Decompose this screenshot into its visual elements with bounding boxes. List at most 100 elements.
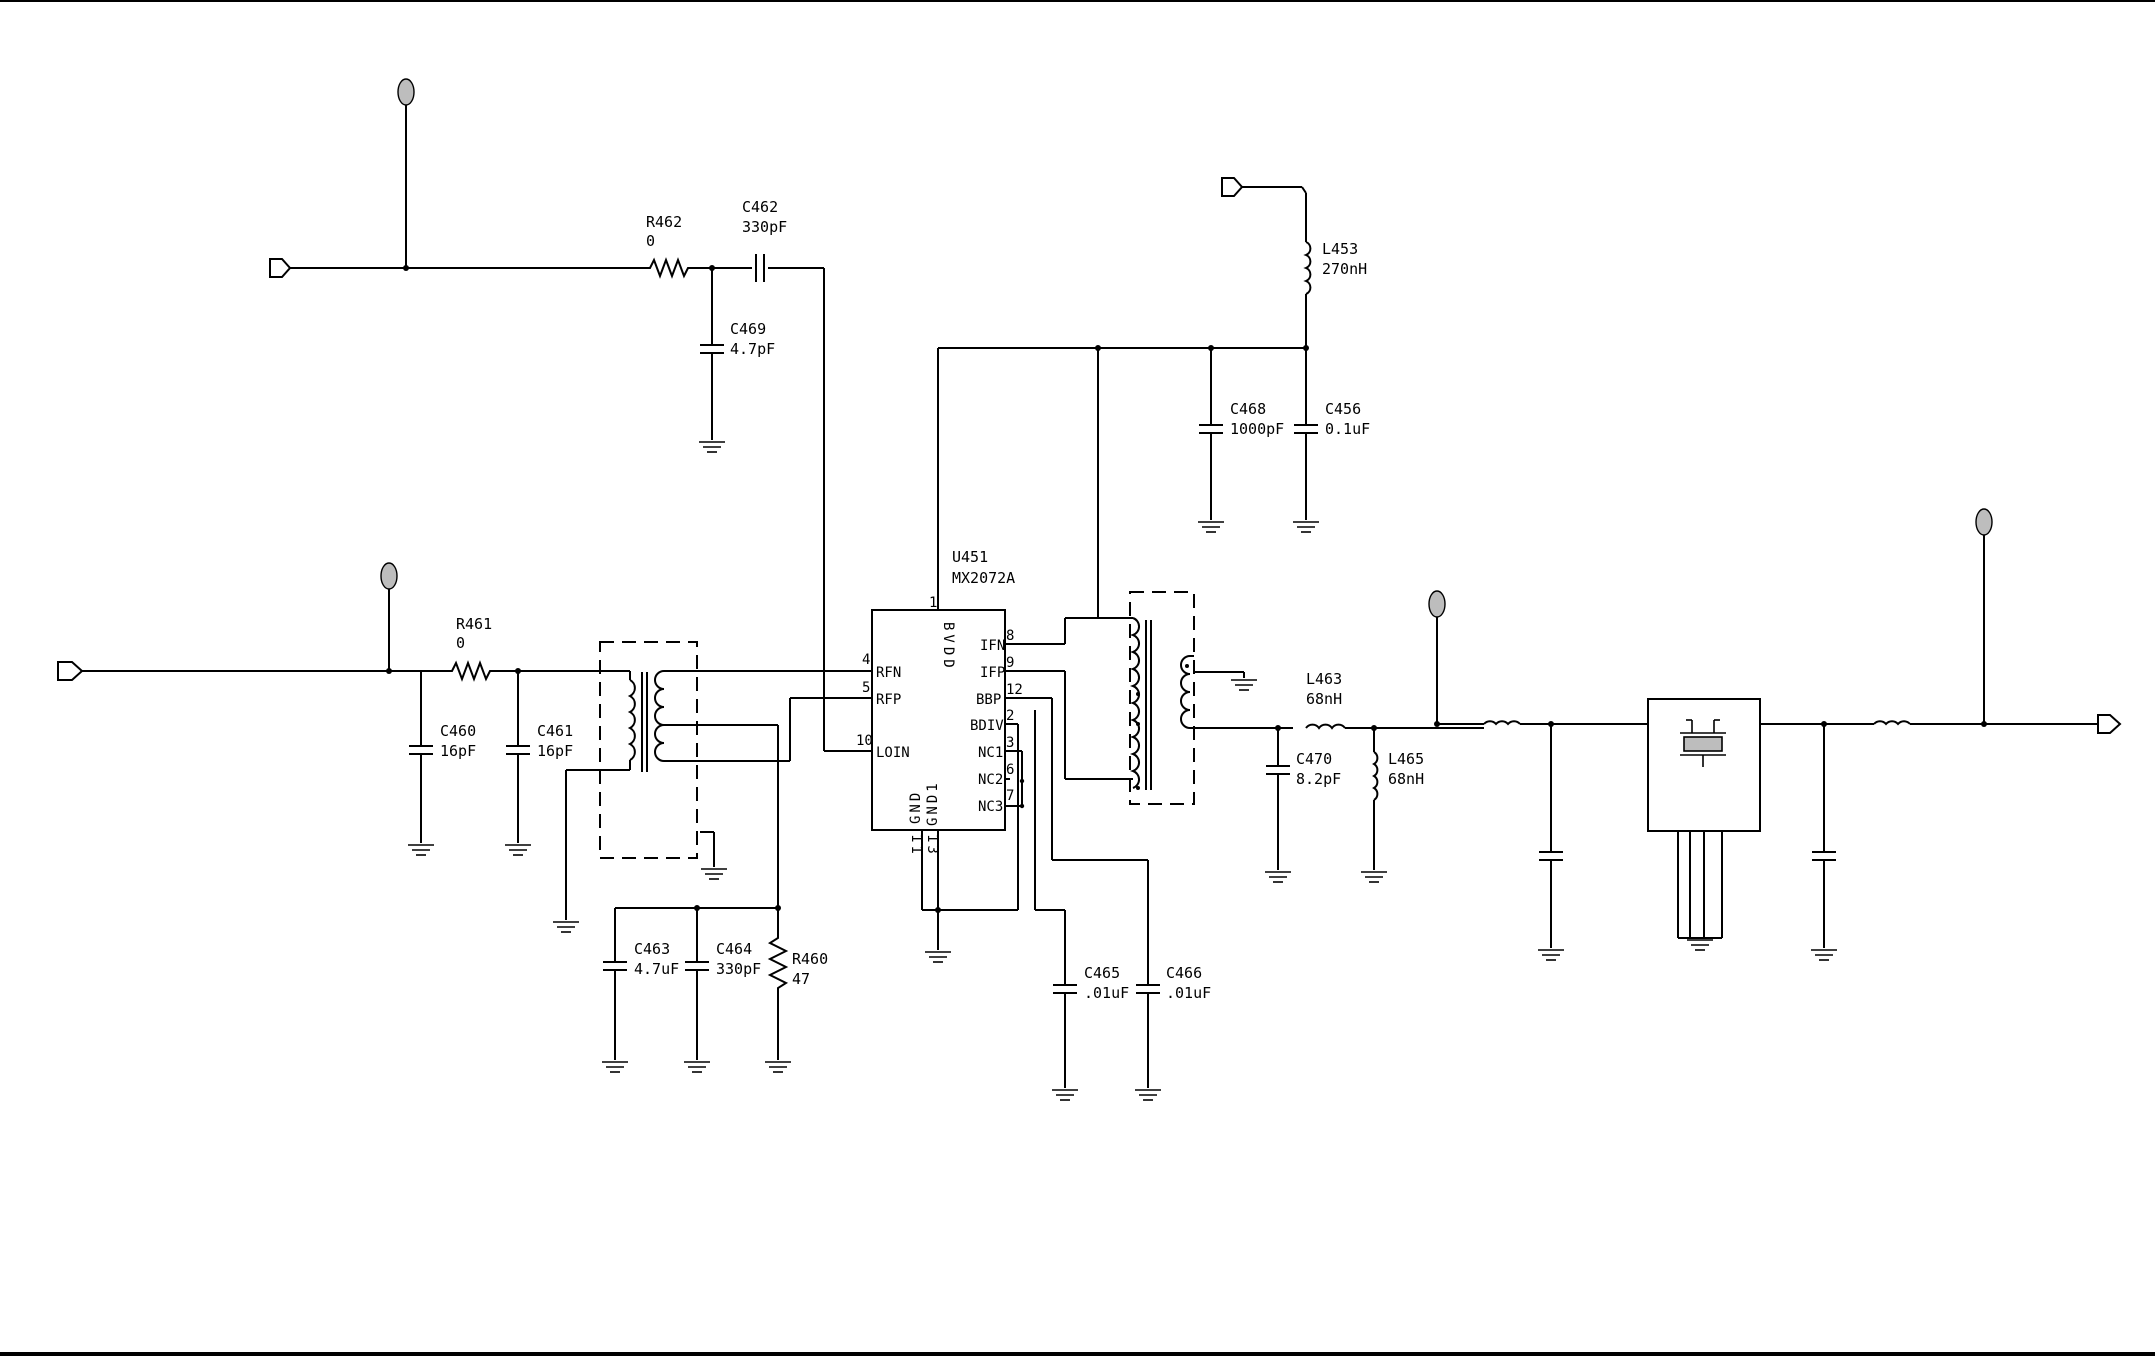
component-labels: R462 0 C462 330pF C469 4.7pF L453 270nH … xyxy=(440,198,1424,1002)
c456-ref: C456 xyxy=(1325,400,1361,418)
ic-part: MX2072A xyxy=(952,569,1015,587)
c462-value: 330pF xyxy=(742,218,787,236)
output-filter xyxy=(1264,508,2122,961)
c466-ref: C466 xyxy=(1166,964,1202,982)
r462-value: 0 xyxy=(646,232,655,250)
c469-value: 4.7pF xyxy=(730,340,775,358)
l453-ref: L453 xyxy=(1322,240,1358,258)
test-point-out[interactable] xyxy=(1975,508,1993,536)
c461-value: 16pF xyxy=(537,742,573,760)
pin-10-num: 10 xyxy=(856,733,873,749)
c470-ref: C470 xyxy=(1296,750,1332,768)
c468-ref: C468 xyxy=(1230,400,1266,418)
pin-nc2-name: NC2 xyxy=(978,772,1003,788)
filter-inductor-2 xyxy=(1873,720,1911,726)
r461-resistor xyxy=(446,660,518,682)
r461-ref: R461 xyxy=(456,615,492,633)
c461-capacitor xyxy=(505,745,531,755)
c456-capacitor xyxy=(1293,424,1319,434)
vdd-input-port[interactable] xyxy=(1221,177,1244,197)
test-point-lo[interactable] xyxy=(397,78,415,106)
pin-9-num: 9 xyxy=(1006,655,1014,671)
pin-5-num: 5 xyxy=(862,680,870,696)
pin-nc1-name: NC1 xyxy=(978,745,1003,761)
pin-loin-name: LOIN xyxy=(876,745,910,761)
pin-11-num: 11 xyxy=(908,834,924,857)
filter-capacitor-1 xyxy=(1538,851,1564,861)
pin-6-num: 6 xyxy=(1006,762,1014,778)
pin-rfp-name: RFP xyxy=(876,692,901,708)
l463-value: 68nH xyxy=(1306,690,1342,708)
c469-capacitor xyxy=(699,344,725,354)
c460-ref: C460 xyxy=(440,722,476,740)
lo-input-section xyxy=(269,78,872,752)
l463-ref: L463 xyxy=(1306,670,1342,688)
r461-value: 0 xyxy=(456,634,465,652)
filter-capacitor-2 xyxy=(1811,851,1837,861)
input-balun xyxy=(552,641,872,933)
lo-input-port[interactable] xyxy=(269,258,292,278)
c466-capacitor xyxy=(1135,984,1161,994)
balun-decoupling xyxy=(601,905,792,1073)
ic-gnd1-label: GND1 xyxy=(925,780,941,826)
pin-13-num: 13 xyxy=(924,834,940,857)
c460-value: 16pF xyxy=(440,742,476,760)
bdiv-caps xyxy=(1051,975,1162,1101)
c465-capacitor xyxy=(1052,984,1078,994)
c468-value: 1000pF xyxy=(1230,420,1284,438)
pin-3-num: 3 xyxy=(1006,735,1014,751)
filter-inductor-1 xyxy=(1483,720,1521,726)
rf-input-section xyxy=(57,562,630,856)
c464-capacitor xyxy=(684,961,710,971)
l463-inductor xyxy=(1305,723,1346,730)
output-transformer xyxy=(1098,591,1293,805)
l465-inductor xyxy=(1372,751,1379,801)
pin-12-num: 12 xyxy=(1006,682,1023,698)
r462-resistor xyxy=(642,257,712,279)
c468-capacitor xyxy=(1198,424,1224,434)
c470-value: 8.2pF xyxy=(1296,770,1341,788)
pin-1-num: 1 xyxy=(929,595,937,611)
ic-labels: U451 MX2072A 1 BVDD GND GND1 11 13 4 RFN… xyxy=(856,548,1023,857)
pin-nc3-name: NC3 xyxy=(978,799,1003,815)
test-point-rf[interactable] xyxy=(380,562,398,590)
c463-capacitor xyxy=(602,961,628,971)
c462-ref: C462 xyxy=(742,198,778,216)
pin-4-num: 4 xyxy=(862,652,870,668)
l453-value: 270nH xyxy=(1322,260,1367,278)
saw-filter xyxy=(1647,698,1761,832)
l453-inductor xyxy=(1303,241,1312,295)
r460-value: 47 xyxy=(792,970,810,988)
c463-value: 4.7uF xyxy=(634,960,679,978)
c469-ref: C469 xyxy=(730,320,766,338)
l465-ref: L465 xyxy=(1388,750,1424,768)
pin-2-num: 2 xyxy=(1006,708,1014,724)
pin-bdiv-name: BDIV xyxy=(970,718,1004,734)
ic-ref: U451 xyxy=(952,548,988,566)
test-point-if[interactable] xyxy=(1428,590,1446,618)
c465-value: .01uF xyxy=(1084,984,1129,1002)
pin-rfn-name: RFN xyxy=(876,665,901,681)
pin-7-num: 7 xyxy=(1006,788,1014,804)
c466-value: .01uF xyxy=(1166,984,1211,1002)
ic-gnd-label: GND xyxy=(908,790,924,824)
ic-vdd-label: BVDD xyxy=(940,622,956,672)
c470-capacitor xyxy=(1265,765,1291,775)
c460-capacitor xyxy=(408,745,434,755)
c464-value: 330pF xyxy=(716,960,761,978)
c462-capacitor xyxy=(755,254,765,282)
ic-u451[interactable] xyxy=(871,598,1149,985)
if-output-port[interactable] xyxy=(2097,714,2122,734)
r462-ref: R462 xyxy=(646,213,682,231)
pin-ifn-name: IFN xyxy=(980,638,1005,654)
c456-value: 0.1uF xyxy=(1325,420,1370,438)
rf-input-port[interactable] xyxy=(57,661,84,681)
l465-value: 68nH xyxy=(1388,770,1424,788)
c465-ref: C465 xyxy=(1084,964,1120,982)
supply-section xyxy=(937,177,1320,618)
pin-ifp-name: IFP xyxy=(980,665,1005,681)
pin-8-num: 8 xyxy=(1006,628,1014,644)
r460-ref: R460 xyxy=(792,950,828,968)
c461-ref: C461 xyxy=(537,722,573,740)
